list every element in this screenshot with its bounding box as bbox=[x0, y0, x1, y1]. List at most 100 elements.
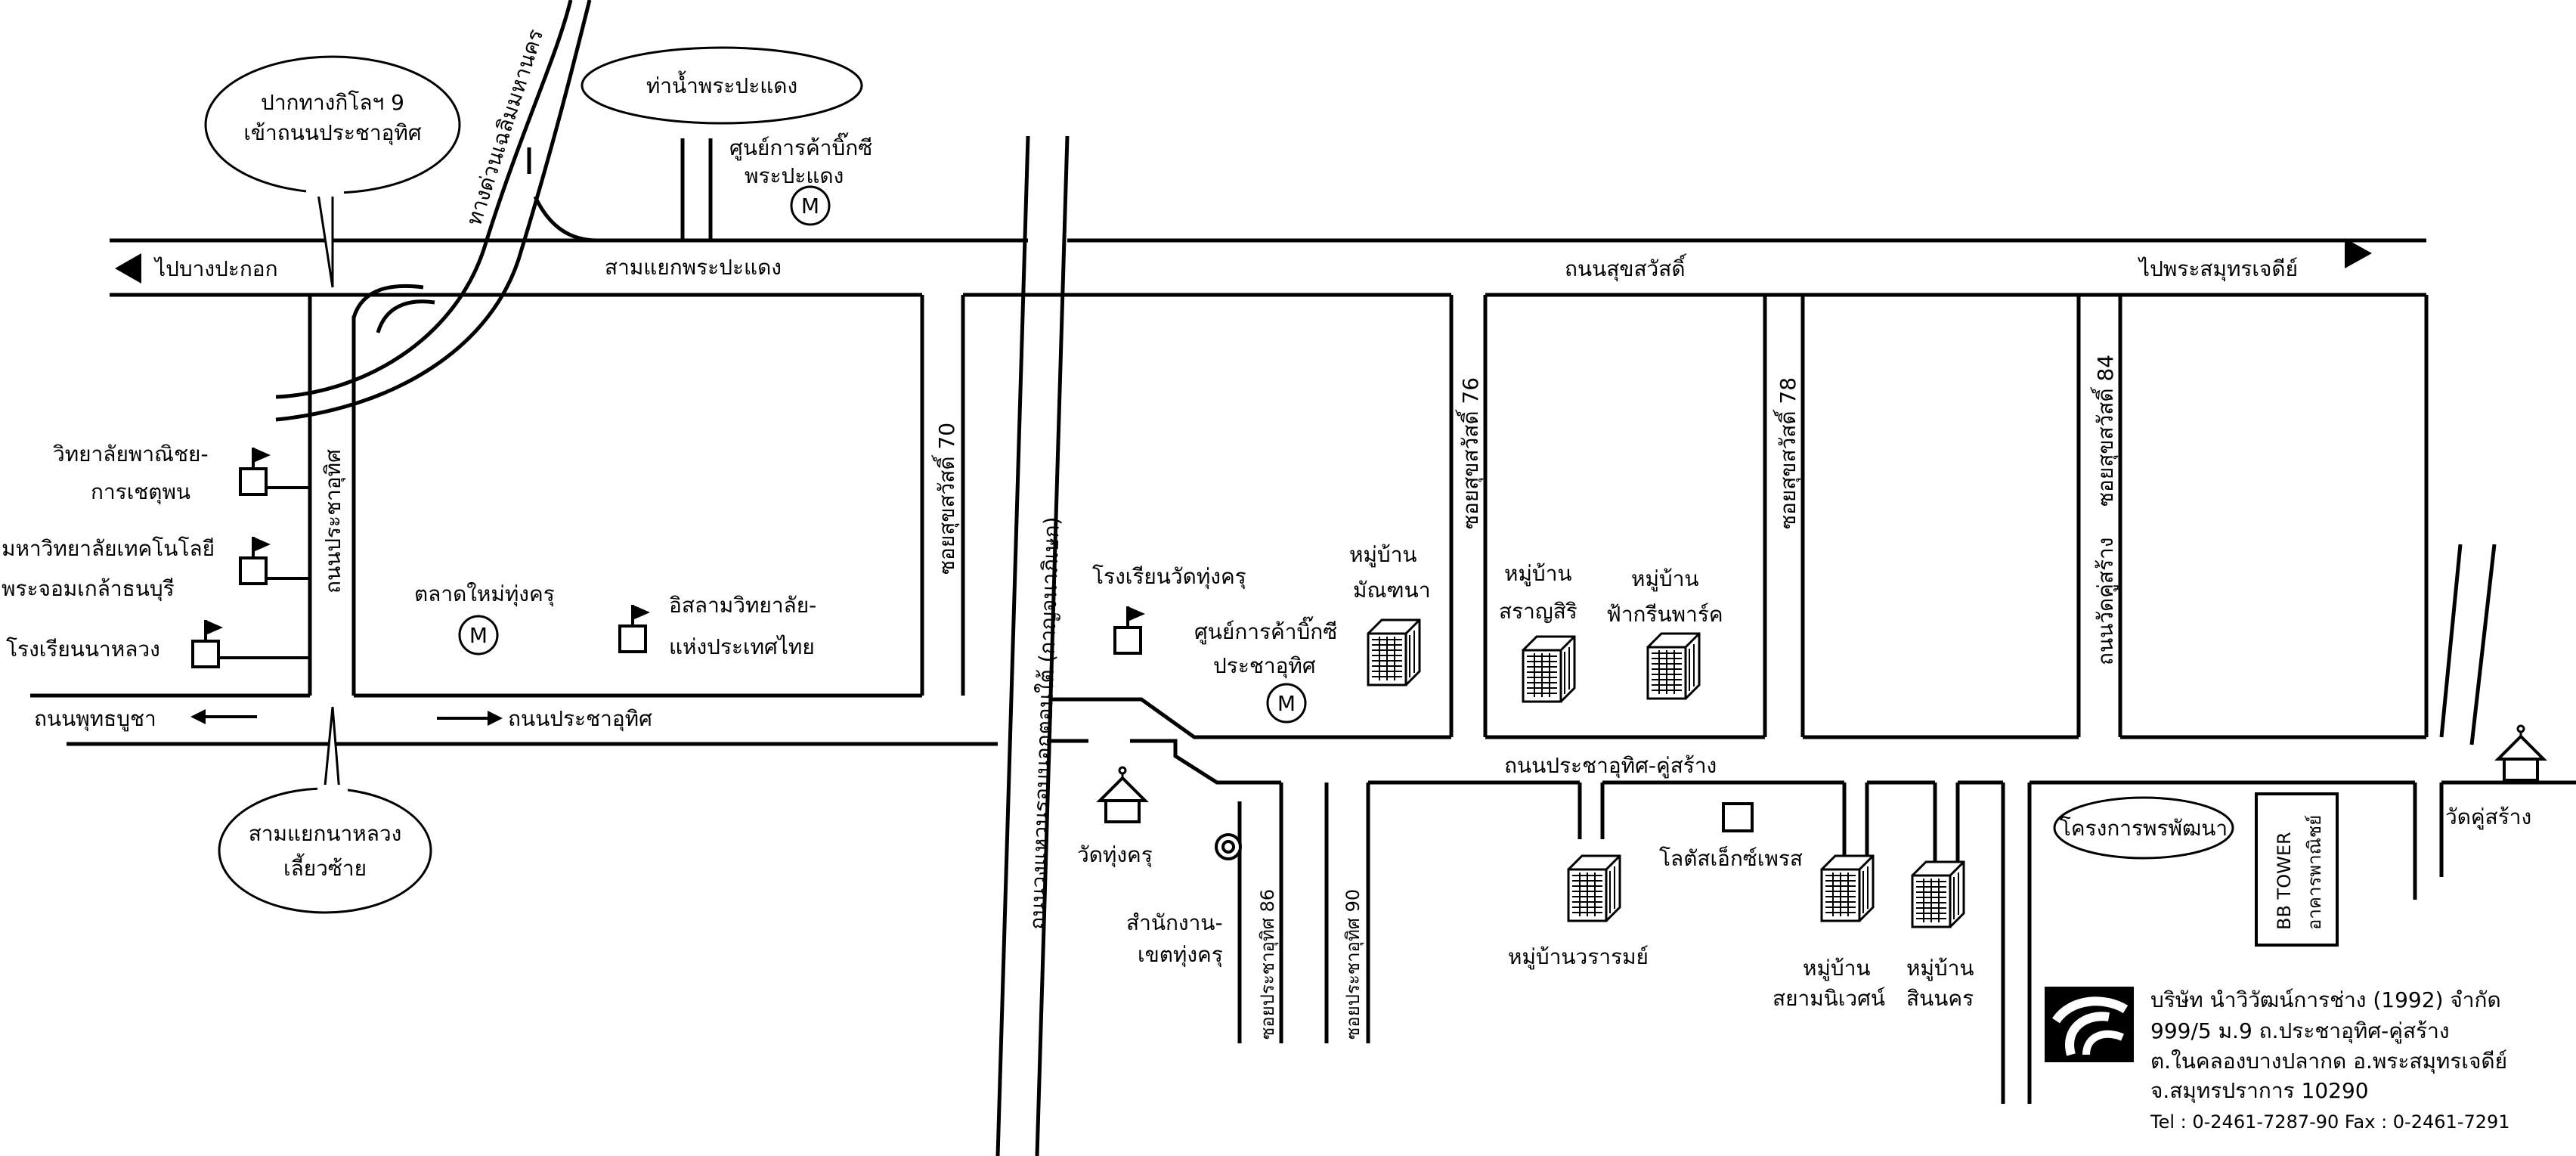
lotus-express-label: โลตัสเอ็กซ์เพรส bbox=[1659, 845, 1803, 871]
east-arrow-icon bbox=[2345, 238, 2372, 268]
bb-tower-box bbox=[2255, 792, 2339, 947]
islamic-college-line1: อิสลามวิทยาลัย- bbox=[669, 593, 816, 618]
big-c-pradaeng-marker-icon bbox=[790, 185, 831, 226]
wat-khu-sang-temple-icon bbox=[2497, 724, 2545, 782]
thung-khru-market-label: ตลาดใหม่ทุ่งครุ bbox=[414, 581, 555, 607]
wat-khu-sang-road-a bbox=[2439, 544, 2463, 738]
siam-niwet-building-icon bbox=[1820, 854, 1875, 922]
islamic-college-icon bbox=[618, 603, 652, 653]
company-address3: จ.สมุทรปราการ 10290 bbox=[2150, 1078, 2369, 1104]
saransiri-building-icon bbox=[1522, 635, 1576, 703]
bb-tower-line2: อาคารพาณิชย์ bbox=[2304, 815, 2325, 930]
pracha-uthit-khu-sang-label: ถนนประชาอุทิศ-คู่สร้าง bbox=[1504, 753, 1717, 779]
km9-callout-line1: ปากทางกิโลฯ 9 bbox=[261, 90, 404, 115]
wat-khu-sang-label: วัดคู่สร้าง bbox=[2445, 804, 2531, 830]
kmutt-line2: พระจอมเกล้าธนบุรี bbox=[2, 576, 175, 602]
outer-ring-east bbox=[1035, 135, 1070, 1156]
sinnakorn-line1: หมู่บ้าน bbox=[1906, 956, 1974, 981]
naluang-school-label: โรงเรียนนาหลวง bbox=[6, 637, 160, 662]
siam-niwet-line1: หมู่บ้าน bbox=[1803, 956, 1871, 981]
pracha-uthit-horizontal-label: ถนนประชาอุทิศ bbox=[508, 706, 652, 732]
kmutt-line1: มหาวิทยาลัยเทคโนโลยี bbox=[2, 536, 215, 561]
pier-callout-text: ท่าน้ำพระปะแดง bbox=[646, 70, 797, 98]
company-address2: ต.ในคลองบางปลากด อ.พระสมุทรเจดีย์ bbox=[2150, 1049, 2507, 1074]
wat-khu-sang-road-label: ถนนวัดคู่สร้าง bbox=[2093, 538, 2119, 665]
project-callout bbox=[2053, 796, 2234, 860]
saransiri-line1: หมู่บ้าน bbox=[1504, 561, 1572, 587]
soi-76-label: ซอยสุขสวัสดิ์ 76 bbox=[1455, 377, 1484, 529]
thung-khru-market-marker-icon bbox=[458, 615, 499, 655]
big-c-pracha-uthit-marker-icon bbox=[1266, 683, 1307, 724]
big-c-pracha-uthit-line2: ประชาอุทิศ bbox=[1213, 653, 1316, 679]
expressway-east-edge bbox=[275, 0, 592, 422]
sinnakorn-line2: สินนคร bbox=[1906, 986, 1974, 1011]
soi-84-label: ซอยสุขสวัสดิ์ 84 bbox=[2090, 355, 2119, 507]
saransiri-line2: สราญสิริ bbox=[1499, 599, 1577, 624]
fah-green-line1: หมู่บ้าน bbox=[1631, 566, 1699, 592]
expressway-ramp-east bbox=[533, 195, 598, 243]
company-contact: Tel : 0-2461-7287-90 Fax : 0-2461-7291 bbox=[2150, 1111, 2510, 1133]
pier-callout bbox=[581, 46, 863, 125]
km9-callout-line2: เข้าถนนประชาอุทิศ bbox=[243, 120, 422, 146]
big-c-pradaeng-line2: พระปะแดง bbox=[745, 163, 844, 188]
mantana-line2: มัณฑนา bbox=[1353, 578, 1431, 603]
expressway-west-edge bbox=[275, 0, 573, 399]
expressway-loop-inner bbox=[376, 299, 435, 333]
phutthabucha-label: ถนนพุทธบูชา bbox=[34, 706, 156, 732]
waraporn-label: หมู่บ้านวรารมย์ bbox=[1508, 944, 1649, 970]
west-arrow-icon bbox=[115, 253, 141, 284]
sinnakorn-building-icon bbox=[1911, 860, 1965, 928]
nalaung-callout-line2: เลี้ยวซ้าย bbox=[283, 853, 367, 881]
phutthabucha-arrow-icon bbox=[190, 709, 257, 724]
company-logo-icon bbox=[2045, 987, 2134, 1062]
kmutt-icon bbox=[239, 535, 272, 585]
soi-78-label: ซอยสุขสวัสดิ์ 78 bbox=[1773, 377, 1801, 529]
mantana-line1: หมู่บ้าน bbox=[1349, 542, 1417, 568]
big-c-pracha-uthit-marker-letter: M bbox=[1277, 691, 1296, 716]
chetupon-line1: วิทยาลัยพาณิชย- bbox=[53, 442, 209, 466]
pracha-uthit-vertical-label: ถนนประชาอุทิศ bbox=[320, 449, 346, 593]
suksawat-road-label: ถนนสุขสวัสดิ์ bbox=[1565, 253, 1687, 282]
east-direction-label: ไปพระสมุทรเจดีย์ bbox=[2138, 256, 2298, 282]
district-office-line2: เขตทุ่งครุ bbox=[1138, 942, 1223, 968]
soi-90-label: ซอยประชาอุทิศ 90 bbox=[1342, 889, 1364, 1040]
islamic-college-line2: แห่งประเทศไทย bbox=[669, 634, 815, 659]
pracha-uthit-khu-sang-north bbox=[1051, 697, 1451, 739]
wat-thung-khru-label: วัดทุ่งครุ bbox=[1077, 842, 1153, 868]
siam-niwet-line2: สยามนิเวศน์ bbox=[1773, 986, 1885, 1011]
lotus-express-icon bbox=[1722, 802, 1754, 832]
outer-ring-west bbox=[995, 135, 1030, 1156]
waraporn-building-icon bbox=[1567, 854, 1621, 922]
nalaung-callout bbox=[218, 706, 432, 914]
soi-70-label: ซอยสุขสวัสดิ์ 70 bbox=[931, 423, 960, 575]
district-office-icon bbox=[1215, 833, 1242, 860]
big-c-pradaeng-line1: ศูนย์การค้าบิ๊กซี bbox=[729, 132, 872, 161]
expressway-loop bbox=[351, 284, 424, 318]
project-callout-text: โครงการพรพัฒนา bbox=[2060, 816, 2228, 841]
big-c-pracha-uthit-line1: ศูนย์การค้าบิ๊กซี bbox=[1194, 616, 1337, 645]
fah-green-building-icon bbox=[1646, 632, 1701, 700]
chetupon-school-icon bbox=[239, 446, 272, 496]
company-address1: 999/5 ม.9 ถ.ประชาอุทิศ-คู่สร้าง bbox=[2150, 1018, 2450, 1044]
sam-yaek-pradaeng-label: สามแยกพระปะแดง bbox=[605, 255, 782, 280]
km9-callout bbox=[204, 55, 461, 288]
bb-tower-line1: BB TOWER bbox=[2274, 832, 2295, 930]
fah-green-line2: ฟ้ากรีนพาร์ค bbox=[1606, 602, 1723, 627]
naluang-school-icon bbox=[191, 618, 224, 668]
company-name: บริษัท นำวิวัฒน์การช่าง (1992) จำกัด bbox=[2150, 987, 2501, 1012]
pracha-uthit-arrow-icon bbox=[437, 711, 503, 726]
wat-thung-khru-school-label: โรงเรียนวัดทุ่งครุ bbox=[1092, 564, 1246, 590]
wat-thung-khru-temple-icon bbox=[1098, 766, 1147, 823]
west-direction-label: ไปบางปะกอก bbox=[153, 256, 278, 281]
soi-86-label: ซอยประชาอุทิศ 86 bbox=[1257, 889, 1279, 1040]
district-office-line1: สำนักงาน- bbox=[1126, 910, 1223, 935]
mantana-building-icon bbox=[1367, 618, 1421, 686]
nalaung-callout-line1: สามแยกนาหลวง bbox=[249, 821, 402, 846]
pracha-uthit-khu-sang-south-edge bbox=[1130, 739, 1281, 785]
wat-thung-khru-school-icon bbox=[1113, 605, 1147, 655]
wat-khu-sang-road-b bbox=[2469, 544, 2497, 745]
big-c-pradaeng-marker-letter: M bbox=[801, 194, 819, 218]
chetupon-line2: การเชตุพน bbox=[91, 479, 190, 505]
thung-khru-market-marker-letter: M bbox=[469, 623, 488, 648]
